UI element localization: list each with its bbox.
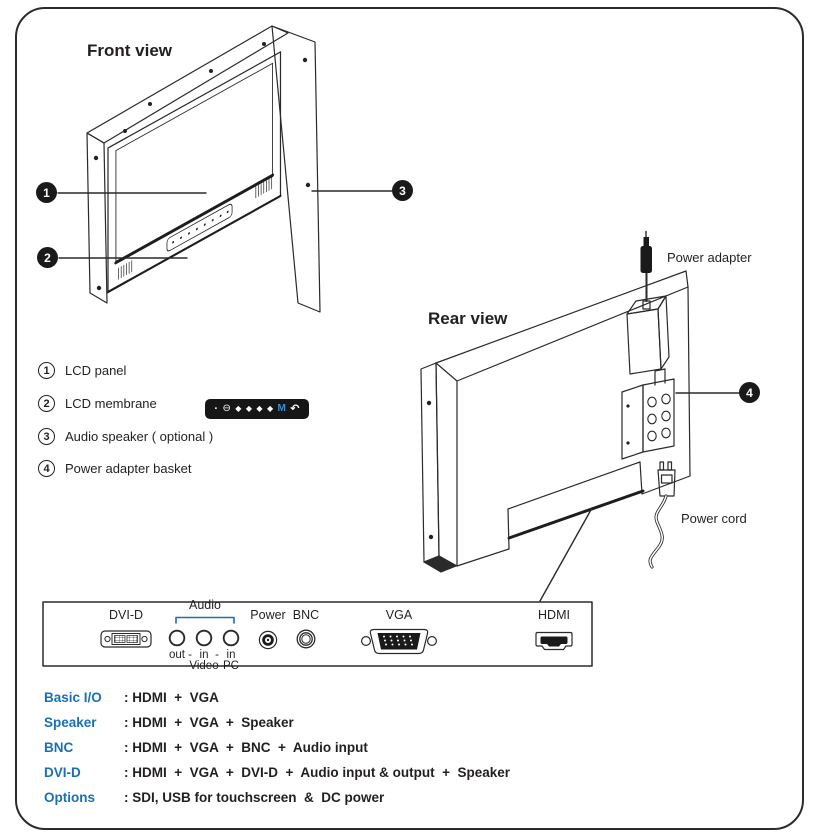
legend-item-lcd-membrane: 2 LCD membrane bbox=[38, 395, 157, 412]
legend-label-3: Audio speaker ( optional ) bbox=[65, 429, 214, 444]
io-row-dvi: DVI-D : HDMI + VGA + DVI-D + Audio input … bbox=[44, 765, 510, 780]
mounting-screws-rear bbox=[426, 400, 434, 540]
io-row-value: : HDMI + VGA + DVI-D + Audio input & out… bbox=[124, 765, 511, 780]
power-cord-label: Power cord bbox=[681, 511, 747, 526]
power-adapter-basket-drawing bbox=[621, 368, 675, 460]
legend-item-power-basket: 4 Power adapter basket bbox=[38, 460, 191, 477]
audio-out-label: out bbox=[169, 649, 185, 661]
page-border bbox=[15, 7, 804, 830]
dash-label: - bbox=[188, 649, 192, 661]
dvi-label: DVI-D bbox=[108, 608, 144, 622]
pc-label: PC bbox=[223, 660, 239, 672]
io-row-label: Speaker bbox=[44, 715, 97, 730]
callout-4: 4 bbox=[739, 382, 760, 403]
audio-in-video-label: in bbox=[199, 649, 209, 661]
hdmi-label: HDMI bbox=[538, 608, 570, 622]
power-cord-drawing bbox=[648, 461, 676, 569]
membrane-strip-buttons bbox=[172, 210, 229, 244]
membrane-brightness-icon: ⊖ bbox=[222, 403, 231, 414]
legend-num-1: 1 bbox=[38, 362, 55, 379]
dvi-connector-icon bbox=[100, 630, 152, 648]
audio-in-pc-label: in bbox=[226, 649, 236, 661]
power-label: Power bbox=[250, 608, 286, 622]
io-row-value: : SDI, USB for touchscreen & DC power bbox=[124, 790, 385, 805]
io-row-label: Basic I/O bbox=[44, 690, 102, 705]
io-row-speaker: Speaker : HDMI + VGA + Speaker bbox=[44, 715, 294, 730]
membrane-dot-icon: · bbox=[214, 402, 219, 415]
audio-label: Audio bbox=[189, 598, 221, 612]
video-label: Video bbox=[189, 660, 219, 672]
rear-view-drawing bbox=[420, 230, 741, 602]
audio-jacks-icon bbox=[168, 629, 240, 647]
legend-num-3: 3 bbox=[38, 428, 55, 445]
callout-2: 2 bbox=[37, 247, 58, 268]
vga-label: VGA bbox=[385, 608, 413, 622]
hdmi-connector-icon bbox=[535, 631, 573, 651]
callout-leader-lines-front bbox=[57, 190, 393, 259]
membrane-up-icon: ◆ bbox=[235, 404, 242, 413]
io-row-basic: Basic I/O : HDMI + VGA bbox=[44, 690, 219, 705]
legend-item-audio-speaker: 3 Audio speaker ( optional ) bbox=[38, 428, 213, 445]
membrane-strip-drawing bbox=[166, 203, 233, 252]
speaker-grille-left bbox=[118, 260, 133, 280]
front-view-drawing bbox=[57, 25, 393, 313]
callout-3: 3 bbox=[392, 180, 413, 201]
io-row-label: DVI-D bbox=[44, 765, 81, 780]
legend-num-4: 4 bbox=[38, 460, 55, 477]
mounting-screws-front bbox=[93, 42, 311, 291]
io-row-bnc: BNC : HDMI + VGA + BNC + Audio input bbox=[44, 740, 368, 755]
membrane-badge: · ⊖ ◆ ◆ ◆ ◆ M ↶ bbox=[205, 399, 309, 419]
io-row-value: : HDMI + VGA + BNC + Audio input bbox=[124, 740, 368, 755]
power-jack-icon bbox=[258, 630, 278, 650]
bnc-label: BNC bbox=[292, 608, 320, 622]
panel-leader-line bbox=[539, 507, 593, 602]
bnc-connector-icon bbox=[296, 629, 316, 649]
membrane-left-icon: ◆ bbox=[256, 404, 263, 413]
power-adapter-label: Power adapter bbox=[667, 250, 752, 265]
io-row-label: BNC bbox=[44, 740, 74, 755]
vga-connector-icon bbox=[361, 628, 438, 655]
io-row-label: Options bbox=[44, 790, 95, 805]
legend-item-lcd-panel: 1 LCD panel bbox=[38, 362, 126, 379]
membrane-menu-key: M bbox=[277, 403, 286, 414]
connector-panel-drawing bbox=[42, 601, 593, 667]
rear-view-title: Rear view bbox=[428, 309, 508, 328]
legend-num-2: 2 bbox=[38, 395, 55, 412]
membrane-down-icon: ◆ bbox=[245, 404, 252, 413]
membrane-right-icon: ◆ bbox=[266, 404, 274, 413]
audio-bracket bbox=[175, 616, 235, 624]
legend-label-2: LCD membrane bbox=[65, 396, 157, 411]
membrane-power-icon: ↶ bbox=[290, 402, 300, 415]
legend-label-4: Power adapter basket bbox=[65, 461, 192, 476]
legend-label-1: LCD panel bbox=[65, 363, 127, 378]
io-row-options: Options : SDI, USB for touchscreen & DC p… bbox=[44, 790, 384, 805]
callout-1: 1 bbox=[36, 182, 57, 203]
io-row-value: : HDMI + VGA bbox=[124, 690, 219, 705]
dash-label: - bbox=[215, 649, 219, 661]
power-adapter-drawing bbox=[626, 230, 670, 375]
io-row-value: : HDMI + VGA + Speaker bbox=[124, 715, 294, 730]
front-view-title: Front view bbox=[87, 41, 173, 60]
speaker-grille-right bbox=[255, 177, 273, 199]
